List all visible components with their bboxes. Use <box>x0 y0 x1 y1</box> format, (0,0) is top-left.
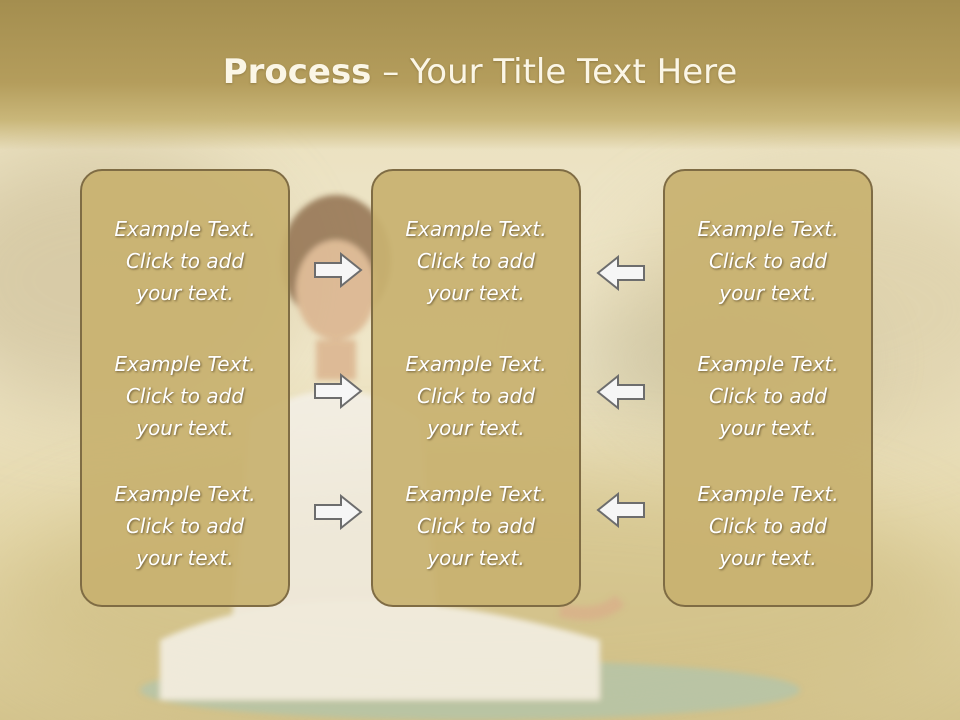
left-arrow-icon <box>596 492 645 528</box>
title-text: – Your Title Text Here <box>371 52 738 92</box>
left-arrow-icon <box>596 374 645 410</box>
process-box-left[interactable]: Example Text. Click to add your text. Ex… <box>80 169 290 607</box>
slide-title[interactable]: Process – Your Title Text Here <box>0 52 960 92</box>
title-bold: Process <box>222 52 372 92</box>
title-bar <box>0 0 960 150</box>
process-box-middle[interactable]: Example Text. Click to add your text. Ex… <box>371 169 581 607</box>
text-item[interactable]: Example Text. Click to add your text. <box>697 217 839 305</box>
text-item[interactable]: Example Text. Click to add your text. <box>114 482 256 570</box>
right-arrow-icon <box>314 252 363 288</box>
text-item[interactable]: Example Text. Click to add your text. <box>114 217 256 305</box>
right-arrow-icon <box>314 494 363 530</box>
text-item[interactable]: Example Text. Click to add your text. <box>405 217 547 305</box>
text-item[interactable]: Example Text. Click to add your text. <box>405 352 547 440</box>
text-item[interactable]: Example Text. Click to add your text. <box>405 482 547 570</box>
left-arrow-icon <box>596 255 645 291</box>
text-item[interactable]: Example Text. Click to add your text. <box>697 352 839 440</box>
text-item[interactable]: Example Text. Click to add your text. <box>697 482 839 570</box>
text-item[interactable]: Example Text. Click to add your text. <box>114 352 256 440</box>
right-arrow-icon <box>314 373 363 409</box>
process-box-right[interactable]: Example Text. Click to add your text. Ex… <box>663 169 873 607</box>
